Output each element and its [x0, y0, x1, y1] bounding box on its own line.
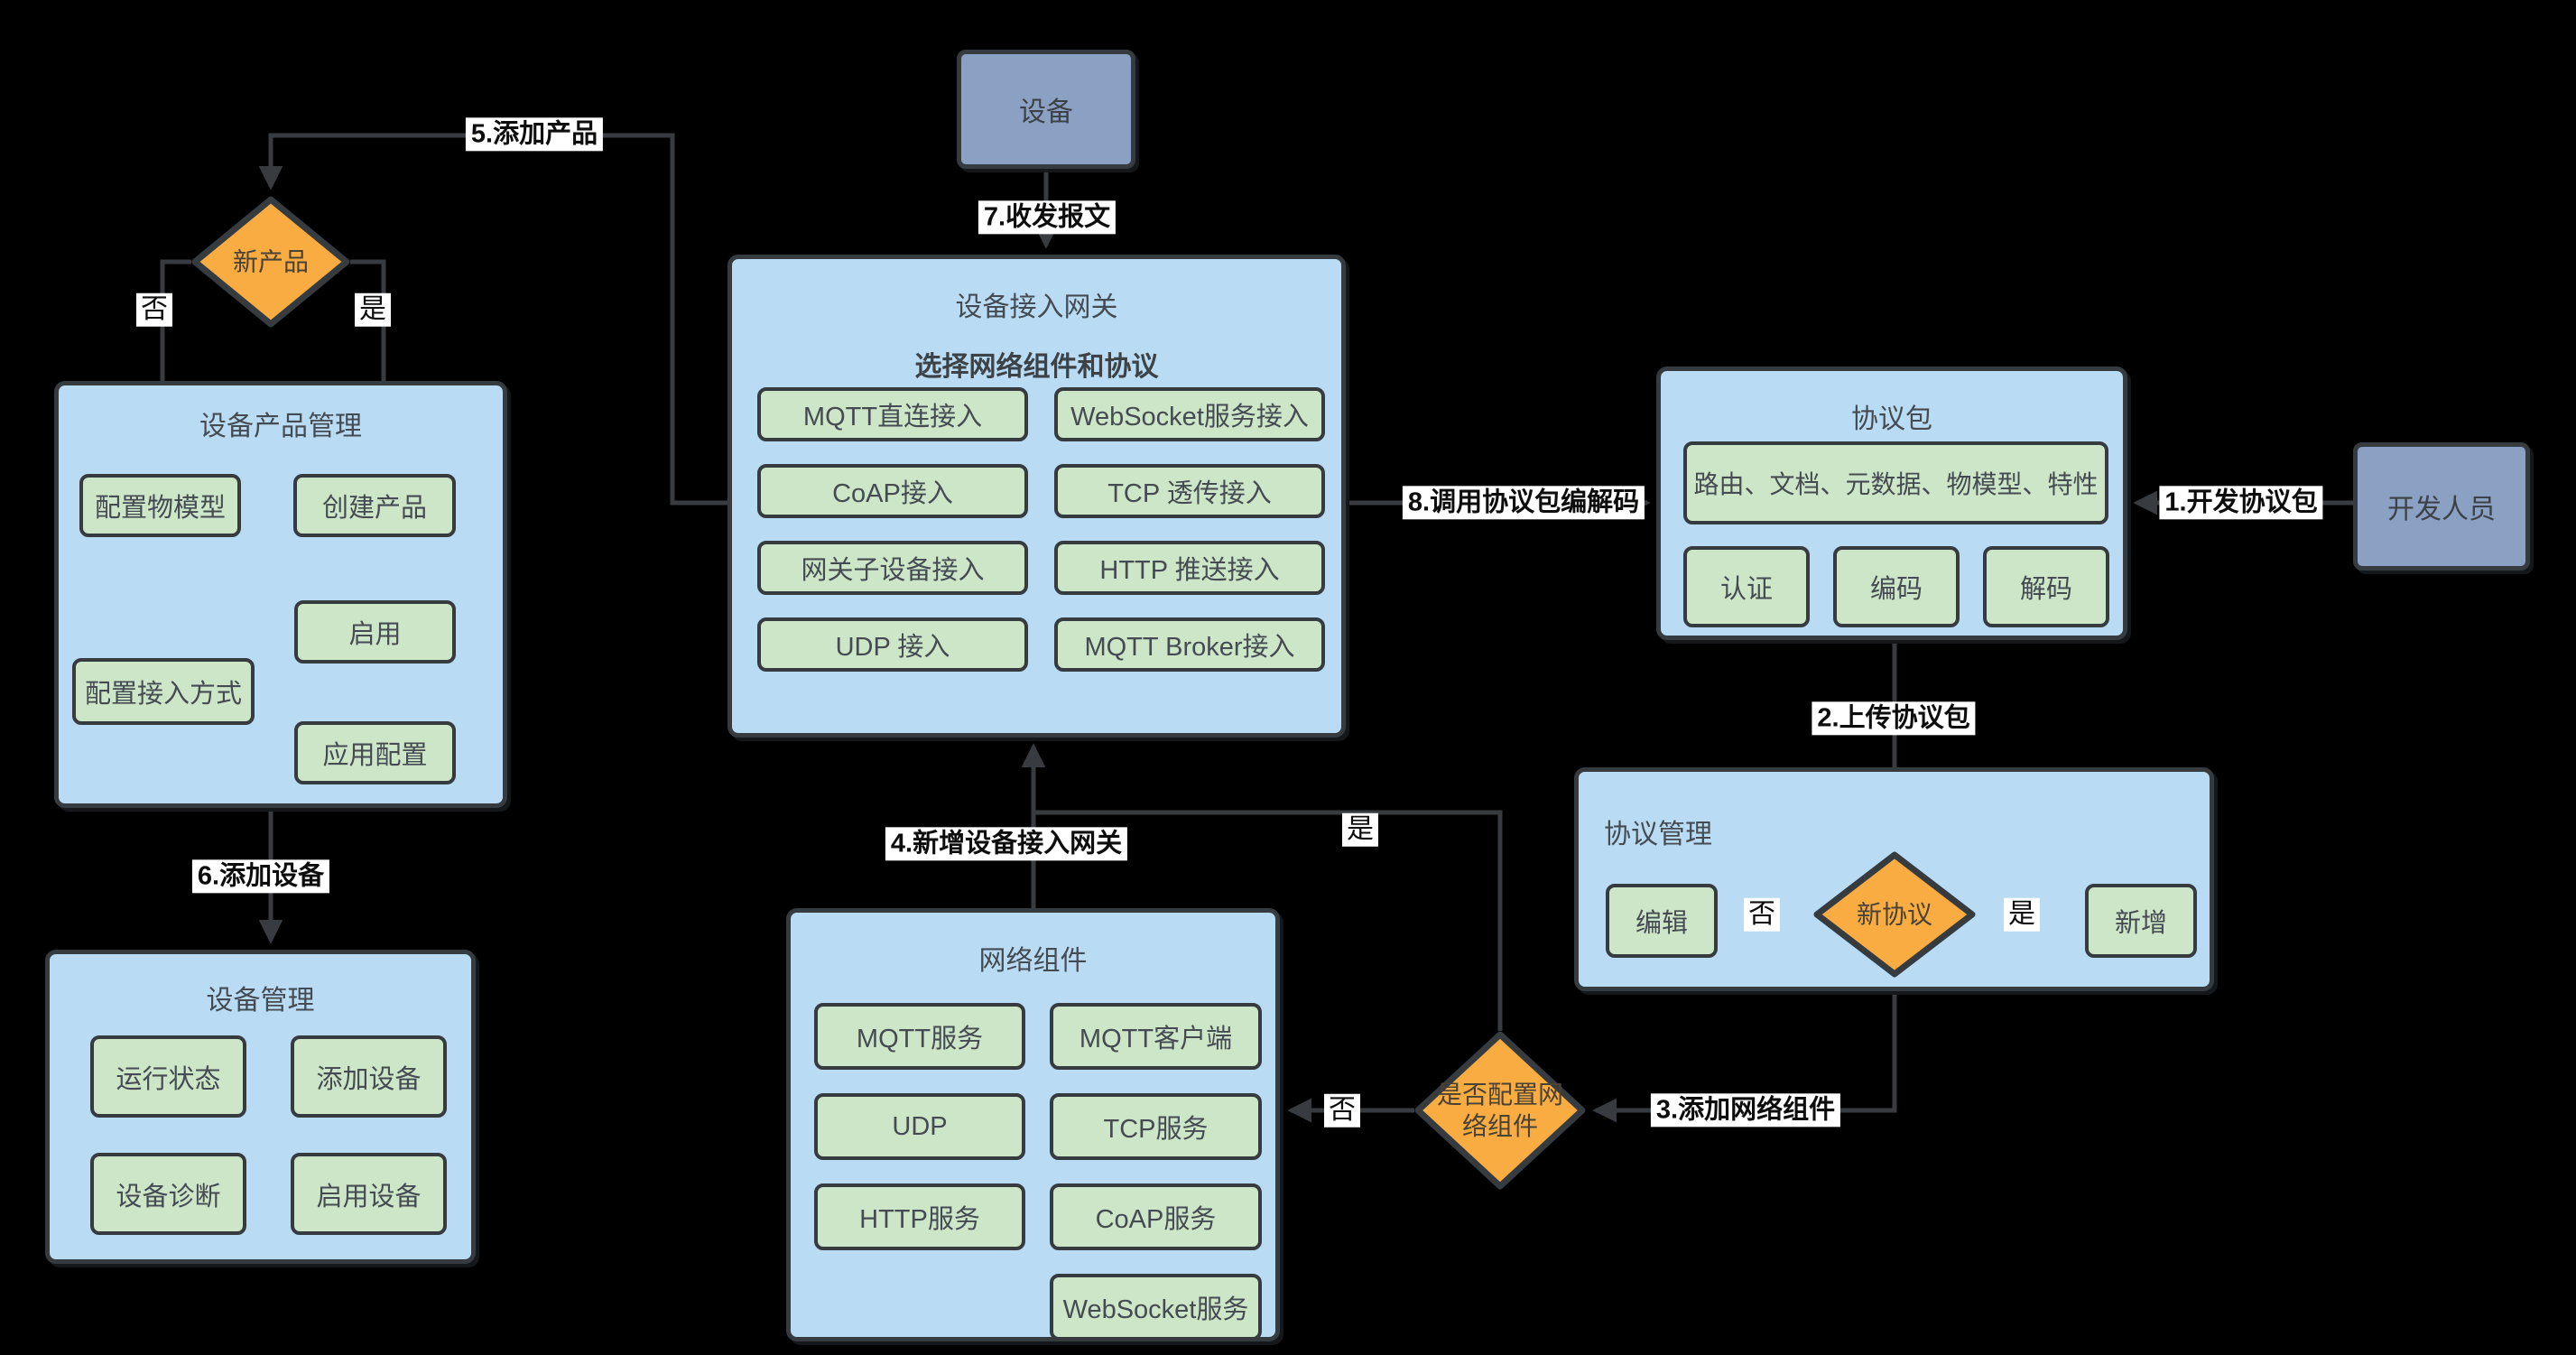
device-mgmt-panel: 设备管理 运行状态 添加设备 设备诊断 启用设备 [45, 950, 476, 1264]
edge-label-step1: 1.开发协议包 [2159, 486, 2323, 520]
protocol-pkg-title: 协议包 [1851, 404, 1932, 434]
protocol-pkg-panel: 协议包 路由、文档、元数据、物模型、特性 认证 编码 解码 [1656, 367, 2127, 640]
enable-button: 启用 [294, 600, 456, 664]
decision-new-protocol: 新协议 [1813, 851, 1976, 978]
device-node: 设备 [957, 50, 1135, 169]
create-product-button: 创建产品 [293, 474, 456, 537]
diamond-shape [1813, 851, 1976, 978]
edge-label-step8: 8.调用协议包编解码 [1402, 486, 1645, 520]
gateway-button-udp: UDP 接入 [757, 617, 1028, 672]
auth-button: 认证 [1683, 546, 1810, 627]
diamond-shape [1414, 1031, 1586, 1190]
protocol-mgmt-title: 协议管理 [1604, 820, 1712, 849]
run-status-button: 运行状态 [90, 1035, 246, 1118]
branch-label-new-protocol-yes: 是 [2004, 897, 2040, 932]
apply-config-button: 应用配置 [294, 721, 456, 784]
mqtt-service-button: MQTT服务 [814, 1003, 1025, 1070]
coap-service-button: CoAP服务 [1050, 1183, 1262, 1250]
gateway-button-http-push: HTTP 推送接入 [1054, 541, 1325, 595]
developer-label: 开发人员 [2387, 495, 2496, 524]
edge-label-step5: 5.添加产品 [465, 117, 604, 152]
gateway-button-websocket-service: WebSocket服务接入 [1054, 387, 1325, 441]
enable-device-button: 启用设备 [291, 1153, 447, 1235]
decision-new-protocol-label: 新协议 [1856, 900, 1933, 929]
edge-label-step4: 4.新增设备接入网关 [885, 827, 1128, 861]
mqtt-client-button: MQTT客户端 [1050, 1003, 1262, 1070]
decision-config-network: 是否配置网络组件 [1414, 1031, 1586, 1190]
product-mgmt-panel: 设备产品管理 配置物模型 创建产品 配置接入方式 启用 应用配置 [54, 381, 507, 808]
network-comp-panel: 网络组件 MQTT服务 MQTT客户端 UDP TCP服务 HTTP服务 CoA… [786, 908, 1280, 1341]
branch-label-new-product-no: 否 [136, 292, 172, 327]
edge-config-net-yes [1033, 810, 1503, 1031]
decision-new-product: 新产品 [191, 196, 350, 328]
add-device-button: 添加设备 [291, 1035, 447, 1118]
edge-label-step6: 6.添加设备 [191, 859, 330, 894]
config-access-button: 配置接入方式 [72, 658, 255, 725]
product-mgmt-title: 设备产品管理 [199, 412, 362, 441]
http-service-button: HTTP服务 [814, 1183, 1025, 1250]
websocket-service-button: WebSocket服务 [1050, 1274, 1262, 1341]
encode-button: 编码 [1833, 546, 1960, 627]
gateway-subtitle: 选择网络组件和协议 [914, 352, 1159, 382]
config-model-button: 配置物模型 [79, 474, 241, 537]
edge-label-step3: 3.添加网络组件 [1650, 1093, 1841, 1128]
gateway-title: 设备接入网关 [955, 292, 1118, 322]
developer-node: 开发人员 [2353, 442, 2530, 571]
edge-protocol-to-config-net [1592, 978, 1897, 1123]
network-comp-title: 网络组件 [978, 946, 1088, 976]
edge-label-step2: 2.上传协议包 [1812, 701, 1976, 736]
decision-config-network-label: 是否配置网络组件 [1436, 1081, 1563, 1140]
gateway-button-mqtt-direct: MQTT直连接入 [757, 387, 1028, 441]
udp-button: UDP [814, 1093, 1025, 1160]
edit-protocol-button: 编辑 [1606, 884, 1718, 958]
gateway-panel: 设备接入网关 选择网络组件和协议 MQTT直连接入 WebSocket服务接入 … [727, 255, 1346, 738]
tcp-service-button: TCP服务 [1050, 1093, 1262, 1160]
branch-label-config-net-yes: 是 [1342, 812, 1378, 847]
decode-button: 解码 [1983, 546, 2109, 627]
edge-label-step7: 7.收发报文 [978, 200, 1117, 235]
add-protocol-button: 新增 [2085, 884, 2197, 958]
gateway-button-mqtt-broker: MQTT Broker接入 [1054, 617, 1325, 672]
branch-label-config-net-no: 否 [1324, 1093, 1360, 1128]
branch-label-new-product-yes: 是 [355, 292, 391, 327]
gateway-button-sub-device: 网关子设备接入 [757, 541, 1028, 595]
gateway-button-tcp-passthrough: TCP 透传接入 [1054, 464, 1325, 518]
branch-label-new-protocol-no: 否 [1744, 897, 1780, 932]
decision-new-product-label: 新产品 [232, 247, 310, 276]
protocol-feature-bar: 路由、文档、元数据、物模型、特性 [1683, 441, 2108, 524]
device-label: 设备 [1019, 97, 1073, 127]
device-mgmt-title: 设备管理 [206, 986, 315, 1016]
gateway-button-coap: CoAP接入 [757, 464, 1028, 518]
device-diagnosis-button: 设备诊断 [90, 1153, 246, 1235]
diamond-shape [191, 196, 350, 328]
edge-gateway-to-new-product [258, 133, 727, 506]
